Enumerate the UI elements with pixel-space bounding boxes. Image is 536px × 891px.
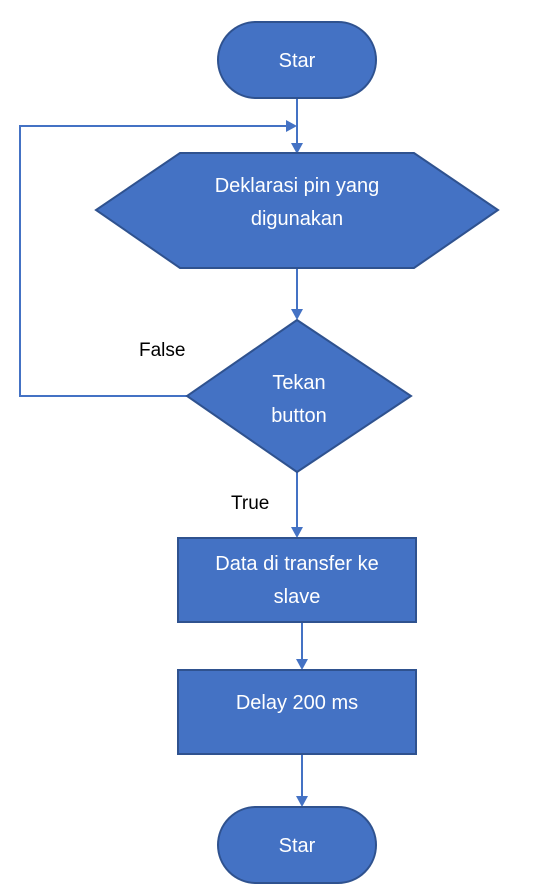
transfer-process-shape	[177, 537, 417, 623]
delay-process: Delay 200 ms	[177, 669, 417, 755]
arrow-head-false-loop	[286, 120, 297, 132]
transfer-process-label-line-2: slave	[274, 586, 321, 608]
end-terminator-shape	[217, 806, 377, 884]
arrow-head-end	[296, 796, 308, 807]
declare-process: Deklarasi pin yang digunakan	[94, 152, 500, 269]
arrow-head-delay	[296, 659, 308, 670]
transfer-process-label-line-1: Data di transfer ke	[215, 553, 378, 575]
connector-false-loop	[19, 125, 287, 397]
start-terminator: Star	[217, 21, 377, 99]
declare-process-label-line-2: digunakan	[251, 208, 343, 230]
end-terminator-label: Star	[279, 835, 316, 857]
transfer-process: Data di transfer ke slave	[177, 537, 417, 623]
delay-process-label: Delay 200 ms	[236, 692, 358, 714]
decision-node-label-line-1: Tekan	[272, 372, 325, 394]
arrow-head-transfer	[291, 527, 303, 538]
true-edge-label: True	[231, 493, 269, 514]
decision-node-label-line-2: button	[271, 405, 327, 427]
false-edge-label: False	[139, 340, 185, 361]
arrow-head-declare	[291, 143, 303, 154]
decision-node: Tekan button	[185, 318, 413, 474]
start-terminator-shape	[217, 21, 377, 99]
declare-process-shape	[94, 152, 500, 269]
start-terminator-label: Star	[279, 50, 316, 72]
decision-node-shape	[185, 318, 413, 474]
end-terminator: Star	[217, 806, 377, 884]
declare-process-label-line-1: Deklarasi pin yang	[215, 175, 380, 197]
delay-process-shape	[177, 669, 417, 755]
connectors	[19, 98, 308, 807]
arrow-head-decision	[291, 309, 303, 320]
